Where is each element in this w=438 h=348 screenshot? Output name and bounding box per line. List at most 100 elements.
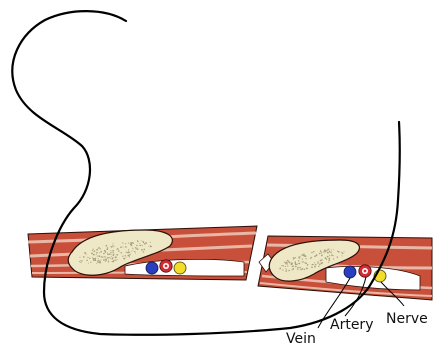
bone-speckle: [113, 261, 115, 263]
bone-speckle: [299, 258, 300, 259]
bone-speckle: [111, 246, 112, 247]
bone-speckle: [150, 242, 151, 243]
bone-speckle: [129, 252, 130, 253]
bone-speckle: [306, 267, 308, 269]
bone-speckle: [281, 265, 282, 266]
bone-speckle: [109, 253, 111, 255]
bone-speckle: [311, 266, 313, 268]
bone-speckle: [302, 258, 303, 259]
bone-speckle: [96, 254, 97, 255]
bone-speckle: [341, 252, 342, 253]
bone-speckle: [297, 267, 298, 268]
bone-speckle: [136, 249, 137, 250]
bone-speckle: [279, 268, 280, 269]
bone-speckle: [113, 243, 114, 244]
bone-speckle: [298, 256, 299, 257]
bone-speckle: [301, 254, 303, 256]
bone-speckle: [326, 258, 327, 259]
bone-speckle: [103, 259, 105, 261]
bone-speckle: [136, 247, 137, 248]
bone-speckle: [142, 241, 143, 242]
bone-speckle: [319, 253, 320, 254]
bone-speckle: [107, 253, 109, 255]
bone-speckle: [329, 255, 330, 256]
bone-speckle: [129, 254, 130, 255]
bone-speckle: [120, 246, 122, 248]
bone-speckle: [105, 261, 106, 262]
right-artery-core: [364, 270, 367, 273]
bone-speckle: [145, 242, 147, 244]
bone-speckle: [116, 249, 117, 250]
bone-speckle: [112, 245, 113, 246]
bone-speckle: [314, 262, 315, 263]
bone-speckle: [325, 257, 326, 258]
bone-speckle: [286, 263, 287, 264]
bone-speckle: [87, 257, 88, 258]
bone-speckle: [134, 251, 135, 252]
bone-speckle: [311, 257, 312, 258]
bone-speckle: [342, 252, 344, 254]
bone-speckle: [327, 252, 328, 253]
bone-speckle: [298, 263, 299, 264]
bone-speckle: [321, 252, 322, 253]
bone-speckle: [317, 263, 318, 264]
bone-speckle: [100, 262, 101, 263]
bone-speckle: [101, 256, 102, 257]
bone-speckle: [104, 256, 106, 258]
bone-speckle: [135, 247, 136, 248]
bone-speckle: [132, 248, 133, 249]
bone-speckle: [131, 251, 132, 252]
bone-speckle: [94, 259, 96, 261]
bone-speckle: [282, 265, 284, 267]
bone-speckle: [105, 250, 106, 251]
bone-speckle: [98, 262, 100, 264]
bone-speckle: [128, 243, 129, 244]
bone-speckle: [297, 268, 298, 269]
bone-speckle: [313, 264, 314, 265]
bone-speckle: [305, 262, 307, 264]
bone-speckle: [88, 257, 89, 258]
bone-speckle: [293, 257, 294, 258]
bone-speckle: [94, 258, 96, 260]
bone-speckle: [292, 266, 293, 267]
bone-speckle: [328, 258, 330, 260]
bone-speckle: [324, 252, 325, 253]
bone-speckle: [141, 240, 142, 241]
left-vein: [146, 262, 158, 274]
bone-speckle: [100, 259, 101, 260]
bone-speckle: [295, 261, 297, 263]
bone-speckle: [305, 258, 306, 259]
bone-speckle: [321, 259, 323, 261]
bone-speckle: [327, 256, 329, 258]
bone-speckle: [296, 264, 297, 265]
left-tissue-section: [28, 226, 257, 280]
bone-speckle: [110, 252, 111, 253]
bone-speckle: [89, 258, 90, 259]
bone-speckle: [98, 247, 100, 249]
bone-speckle: [320, 250, 322, 252]
bone-speckle: [80, 260, 81, 261]
bone-speckle: [319, 264, 321, 266]
bone-speckle: [285, 263, 286, 264]
bone-speckle: [117, 259, 118, 260]
bone-speckle: [120, 252, 121, 253]
bone-speckle: [98, 258, 99, 259]
bone-speckle: [128, 249, 129, 250]
bone-speckle: [86, 260, 88, 262]
left-nerve: [174, 262, 186, 274]
bone-speckle: [333, 255, 334, 256]
bone-speckle: [118, 249, 119, 250]
bone-speckle: [102, 257, 103, 258]
nerve-label: Nerve: [386, 311, 428, 327]
bone-speckle: [79, 261, 80, 262]
bone-speckle: [112, 261, 113, 262]
bone-speckle: [300, 269, 301, 270]
bone-speckle: [105, 258, 107, 260]
bone-speckle: [327, 249, 329, 251]
bone-speckle: [307, 264, 308, 265]
bone-speckle: [330, 252, 331, 253]
bone-speckle: [129, 257, 130, 258]
bone-speckle: [115, 256, 117, 258]
bone-speckle: [111, 256, 112, 257]
bone-speckle: [333, 249, 334, 250]
